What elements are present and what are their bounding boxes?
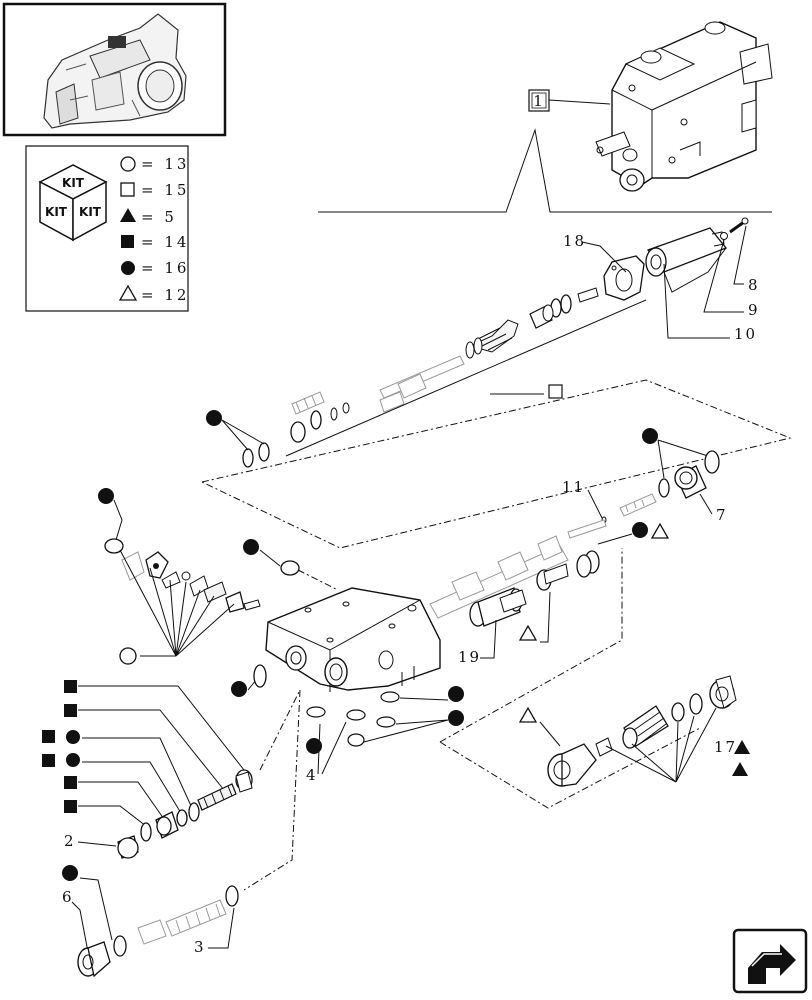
square-filled-marker — [64, 704, 77, 717]
callout-10: 10 — [734, 325, 757, 343]
plug-6 — [77, 941, 111, 978]
triangle-outline-icon — [118, 284, 138, 301]
left-fitting-parts — [121, 551, 261, 613]
cap-housing — [547, 743, 597, 787]
circle-filled-marker — [98, 488, 114, 504]
circle-filled-marker — [66, 753, 80, 767]
callout-19: 19 — [458, 648, 481, 666]
relief-valve-parts — [117, 769, 253, 859]
square-filled-marker — [64, 680, 77, 693]
square-filled-marker — [42, 754, 55, 767]
callout-6: 6 — [62, 888, 74, 906]
circle-outline-icon — [120, 156, 136, 172]
legend-value-square-outline: = 15 — [141, 181, 189, 199]
thumbnail-housing-image — [43, 13, 187, 129]
square-outline-marker — [548, 384, 563, 399]
plug-7 — [674, 465, 707, 499]
callout-7: 7 — [716, 506, 728, 524]
valve-section-assembly — [595, 21, 773, 192]
callout-3: 3 — [194, 938, 206, 956]
callout-1-label: 1 — [533, 92, 545, 110]
kit-legend: KIT KIT KIT = 13 = 15 = 5 = 14 = 16 = 12 — [25, 145, 189, 312]
legend-value-triangle-filled: = 5 — [141, 208, 177, 226]
washer-9 — [720, 232, 728, 240]
legend-value-triangle-outline: = 12 — [141, 286, 189, 304]
main-spool-ghost — [429, 535, 569, 619]
square-filled-marker — [64, 776, 77, 789]
callout-8: 8 — [748, 276, 760, 294]
circle-filled-marker — [206, 410, 222, 426]
callout-17: 17 — [714, 738, 737, 756]
circle-filled-marker — [306, 738, 322, 754]
triangle-filled-icon — [120, 208, 136, 222]
square-filled-icon — [121, 235, 134, 248]
next-page-arrow-icon[interactable] — [732, 928, 808, 994]
legend-value-circle-outline: = 13 — [141, 155, 189, 173]
square-outline-icon — [120, 182, 135, 197]
callout-11: 11 — [562, 478, 585, 496]
upper-spool-small-parts — [242, 287, 599, 468]
circle-outline-marker — [119, 647, 137, 665]
circle-filled-icon — [121, 261, 135, 275]
callout-1-box: 1 — [528, 89, 550, 112]
valve-body-housing — [265, 587, 441, 692]
callout-9: 9 — [748, 301, 760, 319]
section-break-line — [318, 128, 772, 213]
circle-filled-marker — [632, 522, 648, 538]
square-filled-marker — [64, 800, 77, 813]
circle-filled-marker — [62, 865, 78, 881]
circle-filled-marker — [642, 428, 658, 444]
legend-value-square-filled: = 14 — [141, 233, 189, 251]
spool-parts-19 — [469, 563, 569, 627]
callout-18: 18 — [563, 232, 586, 250]
circle-filled-marker — [66, 730, 80, 744]
callout-2: 2 — [64, 832, 76, 850]
end-plug-17 — [709, 675, 737, 709]
kit-cube-icon: KIT KIT KIT — [38, 164, 108, 242]
adjuster-cone — [622, 705, 669, 749]
circle-filled-marker — [448, 710, 464, 726]
small-nut — [595, 737, 613, 757]
triangle-outline-marker — [518, 624, 538, 641]
square-filled-marker — [42, 730, 55, 743]
kit-left-label: KIT — [45, 205, 68, 219]
triangle-filled-marker — [732, 762, 748, 776]
callout-4: 4 — [306, 766, 318, 784]
legend-value-circle-filled: = 16 — [141, 259, 189, 277]
spool-end-cap — [645, 227, 728, 293]
flange-18 — [603, 255, 645, 301]
triangle-filled-marker — [734, 740, 750, 754]
circle-filled-marker — [448, 686, 464, 702]
kit-boundary-upper — [200, 379, 792, 549]
kit-top-label: KIT — [62, 176, 85, 190]
triangle-outline-marker — [650, 522, 670, 539]
triangle-outline-marker — [518, 706, 538, 723]
kit-right-label: KIT — [79, 205, 102, 219]
screw-8 — [729, 217, 749, 234]
circle-filled-marker — [231, 681, 247, 697]
lower-spring-ghost — [137, 899, 227, 945]
circle-filled-marker — [243, 539, 259, 555]
